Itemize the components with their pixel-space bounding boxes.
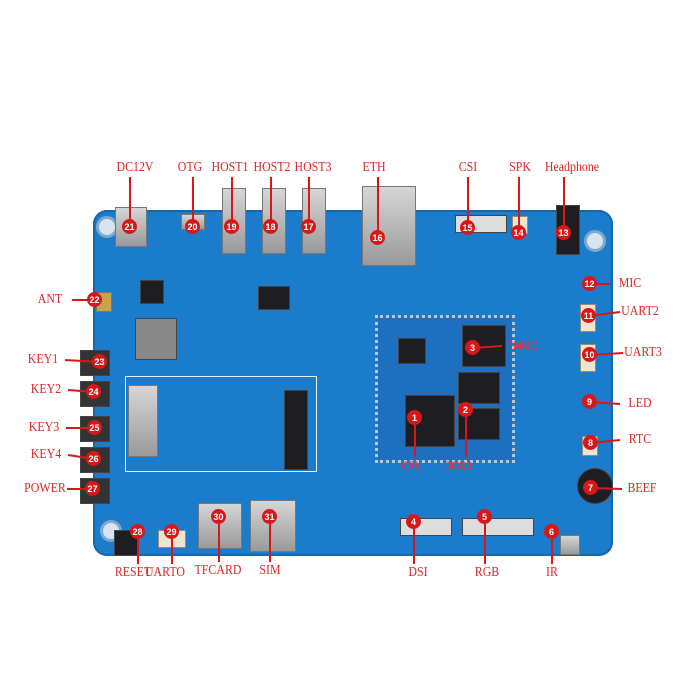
callout-label-cpu: CPU: [401, 459, 423, 473]
callout-marker-12: 12: [582, 276, 597, 291]
ir-receiver: [560, 535, 580, 555]
callout-marker-9: 9: [582, 394, 597, 409]
callout-label-csi: CSI: [458, 160, 478, 175]
ethernet-port: [362, 186, 416, 266]
callout-label-key1: KEY1: [27, 352, 59, 367]
mount-hole: [584, 230, 606, 252]
ddr3-chip: [458, 372, 500, 404]
callout-marker-24: 24: [86, 384, 101, 399]
callout-label-uarto: UARTO: [144, 565, 186, 580]
chip: [398, 338, 426, 364]
callout-marker-16: 16: [370, 230, 385, 245]
callout-marker-29: 29: [164, 524, 179, 539]
callout-marker-31: 31: [262, 509, 277, 524]
callout-marker-4: 4: [406, 514, 421, 529]
chip: [258, 286, 290, 310]
callout-marker-18: 18: [263, 219, 278, 234]
callout-label-led: LED: [628, 396, 652, 411]
callout-label-host2: HOST2: [253, 160, 291, 175]
callout-label-host3: HOST3: [294, 160, 332, 175]
callout-marker-11: 11: [581, 308, 596, 323]
callout-marker-15: 15: [460, 220, 475, 235]
callout-label-uart2: UART2: [621, 304, 659, 319]
callout-label-spk: SPK: [509, 160, 531, 175]
callout-label-eth: ETH: [362, 160, 386, 175]
callout-label-host1: HOST1: [211, 160, 249, 175]
pcie-connector: [284, 390, 308, 470]
callout-label-emmc: EMMC: [506, 339, 538, 353]
pcb-board: [93, 210, 613, 556]
callout-marker-13: 13: [556, 225, 571, 240]
callout-marker-7: 7: [583, 480, 598, 495]
callout-label-headphone: Headphone: [544, 160, 600, 175]
callout-marker-20: 20: [185, 219, 200, 234]
callout-marker-19: 19: [224, 219, 239, 234]
callout-label-rtc: RTC: [628, 432, 652, 447]
callout-marker-6: 6: [544, 524, 559, 539]
callout-label-power: POWER: [24, 481, 66, 496]
callout-marker-17: 17: [301, 219, 316, 234]
callout-marker-28: 28: [130, 524, 145, 539]
callout-marker-3: 3: [465, 340, 480, 355]
sim-card-slot: [250, 500, 296, 552]
callout-label-key4: KEY4: [30, 447, 62, 462]
callout-marker-26: 26: [86, 451, 101, 466]
callout-label-beef: BEEF: [627, 481, 657, 496]
callout-label-reset: RESET: [114, 565, 152, 580]
callout-marker-5: 5: [477, 509, 492, 524]
slot-latch: [128, 385, 158, 457]
callout-marker-10: 10: [582, 347, 597, 362]
callout-label-key3: KEY3: [28, 420, 60, 435]
callout-marker-22: 22: [87, 292, 102, 307]
callout-marker-21: 21: [122, 219, 137, 234]
callout-label-sim: SIM: [259, 563, 281, 578]
callout-label-tfcard: TFCARD: [194, 563, 242, 578]
inductor: [140, 280, 164, 304]
callout-marker-14: 14: [511, 225, 526, 240]
callout-marker-8: 8: [583, 435, 598, 450]
callout-marker-2: 2: [458, 402, 473, 417]
callout-marker-30: 30: [211, 509, 226, 524]
callout-marker-25: 25: [87, 420, 102, 435]
callout-label-ant: ANT: [37, 292, 63, 307]
callout-label-ir: IR: [546, 565, 558, 580]
wifi-module: [135, 318, 177, 360]
callout-label-dc12v: DC12V: [116, 160, 154, 175]
callout-marker-27: 27: [85, 481, 100, 496]
callout-label-otg: OTG: [177, 160, 203, 175]
callout-label-rgb: RGB: [474, 565, 500, 580]
callout-label-key2: KEY2: [30, 382, 62, 397]
callout-label-uart3: UART3: [624, 345, 662, 360]
callout-label-ddr3: DDR3: [444, 459, 472, 473]
callout-label-mic: MIC: [618, 276, 642, 291]
callout-marker-1: 1: [407, 410, 422, 425]
mini-pcie-slot: [125, 376, 317, 472]
callout-label-dsi: DSI: [408, 565, 428, 580]
callout-marker-23: 23: [92, 354, 107, 369]
